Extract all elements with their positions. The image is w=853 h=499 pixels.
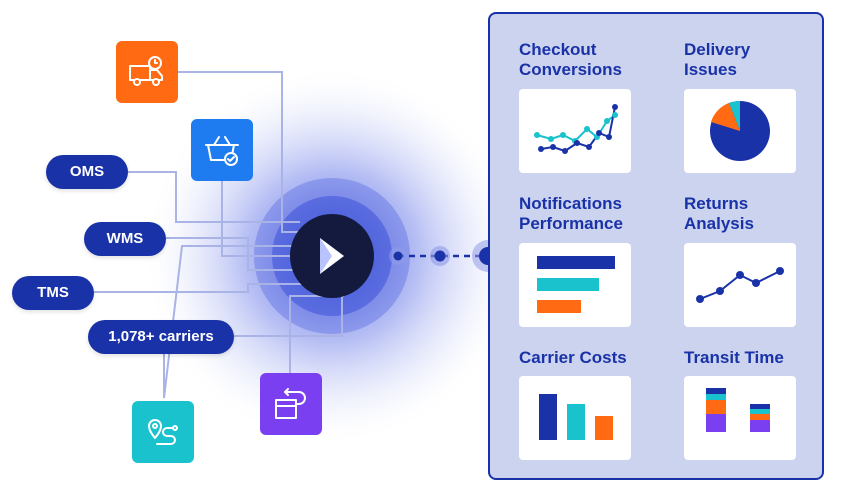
checkout-conversions-card[interactable] [519, 89, 631, 173]
route-pin-icon [148, 419, 178, 445]
delivery-truck-clock-icon [129, 56, 163, 86]
wms-pill[interactable]: WMS [84, 222, 166, 256]
delivery-issues-card[interactable] [684, 89, 796, 173]
wire-basket [221, 180, 300, 257]
oms-pill[interactable]: OMS [46, 155, 128, 189]
column-chart-icon [539, 394, 613, 440]
carrier-costs-card[interactable] [519, 376, 631, 460]
notifications-performance-card[interactable] [519, 243, 631, 327]
carrier-costs-title: Carrier Costs [519, 348, 627, 367]
play-logo-icon [320, 238, 344, 274]
notifications-performance-title: Notifications Performance [519, 194, 623, 233]
analytics-panel: Checkout Conversions Delivery Issues Not… [488, 12, 824, 480]
returns-analysis-title: Returns Analysis [684, 194, 754, 233]
link-node-2-core [434, 250, 446, 262]
wire-carriers [234, 284, 343, 337]
tms-pill[interactable]: TMS [12, 276, 94, 310]
horizontal-bar-chart-icon [537, 256, 615, 313]
basket-check-icon [205, 136, 239, 166]
transit-time-title: Transit Time [684, 348, 784, 367]
hub-logo[interactable] [290, 214, 374, 298]
return-box-icon [275, 388, 306, 419]
delivery-issues-title: Delivery Issues [684, 40, 751, 79]
pie-chart-icon [710, 100, 770, 161]
returns-tile[interactable] [260, 373, 322, 435]
returns-analysis-card[interactable] [684, 243, 796, 327]
checkout-conversions-title: Checkout Conversions [519, 40, 622, 79]
route-tile[interactable] [132, 401, 194, 463]
link-node-1-core [393, 251, 403, 261]
transit-time-card[interactable] [684, 376, 796, 460]
truck-tile[interactable] [116, 41, 178, 103]
trend-line-icon [696, 267, 784, 303]
line-chart-icon [534, 104, 618, 154]
stacked-bar-chart-icon [706, 388, 770, 432]
wire-oms [128, 171, 300, 223]
wire-wms [166, 237, 318, 271]
wire-tms [94, 283, 304, 293]
basket-tile[interactable] [191, 119, 253, 181]
carriers-pill[interactable]: 1,078+ carriers [88, 320, 234, 354]
